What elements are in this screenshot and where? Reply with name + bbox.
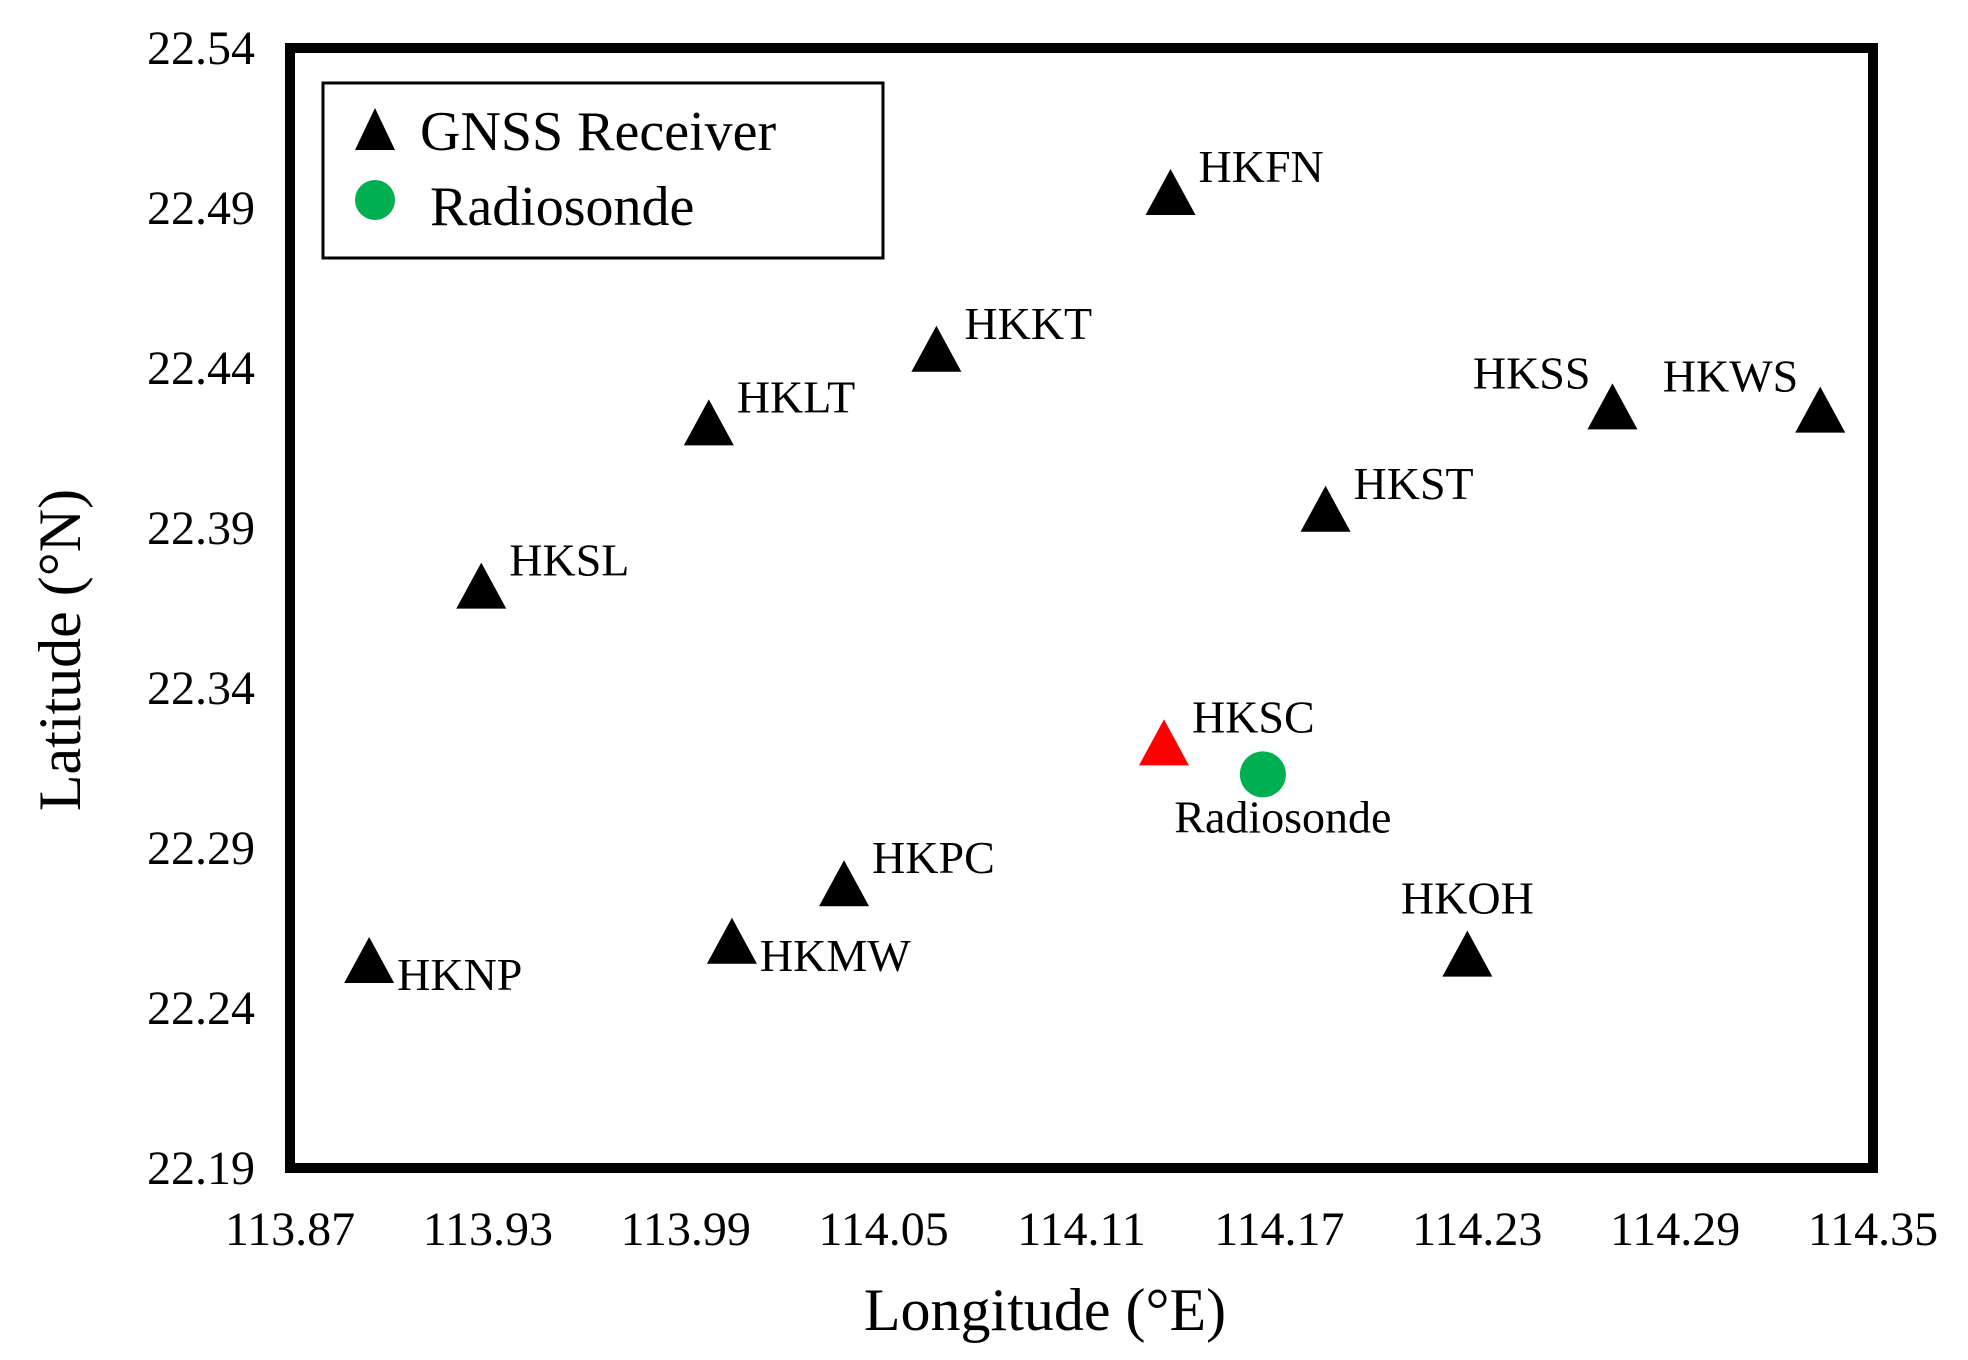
gnss-station-marker xyxy=(1442,930,1493,977)
station-label: HKNP xyxy=(397,949,522,1000)
legend-box xyxy=(321,81,885,260)
legend-triangle-marker xyxy=(355,108,395,150)
station-label: HKKT xyxy=(964,298,1092,349)
x-axis-ticks: 113.87 113.93 113.99 114.05 114.11 114.17 114.… xyxy=(225,1203,1938,1256)
y-axis-label: Latitude (°N) xyxy=(27,489,93,811)
station-label: HKFN xyxy=(1199,141,1324,192)
station-label: HKWS xyxy=(1663,351,1798,402)
station-label: HKSC xyxy=(1192,691,1315,742)
gnss-station-marker xyxy=(1587,383,1638,430)
station-label: HKOH xyxy=(1401,873,1534,924)
x-tick-label: 113.87 xyxy=(225,1203,355,1256)
x-tick-label: 114.35 xyxy=(1808,1203,1938,1256)
x-tick-label: 113.99 xyxy=(621,1203,751,1256)
station-label: HKMW xyxy=(760,930,911,981)
radiosonde-marker xyxy=(1239,751,1286,798)
x-tick-label: 114.17 xyxy=(1214,1203,1344,1256)
y-tick-label: 22.19 xyxy=(147,1142,255,1195)
y-tick-label: 22.34 xyxy=(147,662,255,715)
station-label: HKST xyxy=(1354,458,1474,509)
gnss-station-marker xyxy=(683,399,734,446)
gnss-station-marker xyxy=(819,860,870,907)
station-label: HKSS xyxy=(1473,347,1591,398)
legend-label-radiosonde: Radiosonde xyxy=(430,176,694,238)
y-tick-label: 22.24 xyxy=(147,982,255,1035)
legend-label-gnss: GNSS Receiver xyxy=(420,101,777,163)
station-label: HKSL xyxy=(509,535,629,586)
x-tick-label: 114.23 xyxy=(1412,1203,1542,1256)
gnss-station-marker xyxy=(344,937,395,983)
station-label: HKPC xyxy=(872,832,995,883)
y-tick-label: 22.54 xyxy=(147,22,255,75)
y-tick-label: 22.49 xyxy=(147,182,255,235)
legend-circle-marker xyxy=(355,180,395,220)
y-axis-ticks: 22.19 22.24 22.29 22.34 22.39 22.44 22.49 22.54 xyxy=(147,22,255,1195)
data-points: HKFN HKKT HKLT HKSS HKWS HKST HKSL HKSC HKPC HKMW… xyxy=(344,141,1846,1000)
legend: GNSS Receiver Radiosonde xyxy=(321,81,885,260)
gnss-station-marker xyxy=(1138,719,1189,766)
gnss-station-marker xyxy=(456,562,507,609)
gnss-station-marker xyxy=(1795,386,1846,433)
gnss-station-marker xyxy=(911,325,962,372)
x-tick-label: 114.29 xyxy=(1610,1203,1740,1256)
station-label: Radiosonde xyxy=(1174,791,1391,842)
gnss-station-marker xyxy=(1145,169,1196,215)
y-tick-label: 22.29 xyxy=(147,822,255,875)
gnss-station-marker xyxy=(706,917,757,964)
gnss-station-marker xyxy=(1300,485,1351,532)
x-axis-label: Longitude (°E) xyxy=(864,1277,1226,1343)
y-tick-label: 22.44 xyxy=(147,342,255,395)
station-label: HKLT xyxy=(737,371,855,422)
x-tick-label: 113.93 xyxy=(423,1203,553,1256)
x-tick-label: 114.11 xyxy=(1017,1203,1145,1256)
y-tick-label: 22.39 xyxy=(147,502,255,555)
x-tick-label: 114.05 xyxy=(819,1203,949,1256)
